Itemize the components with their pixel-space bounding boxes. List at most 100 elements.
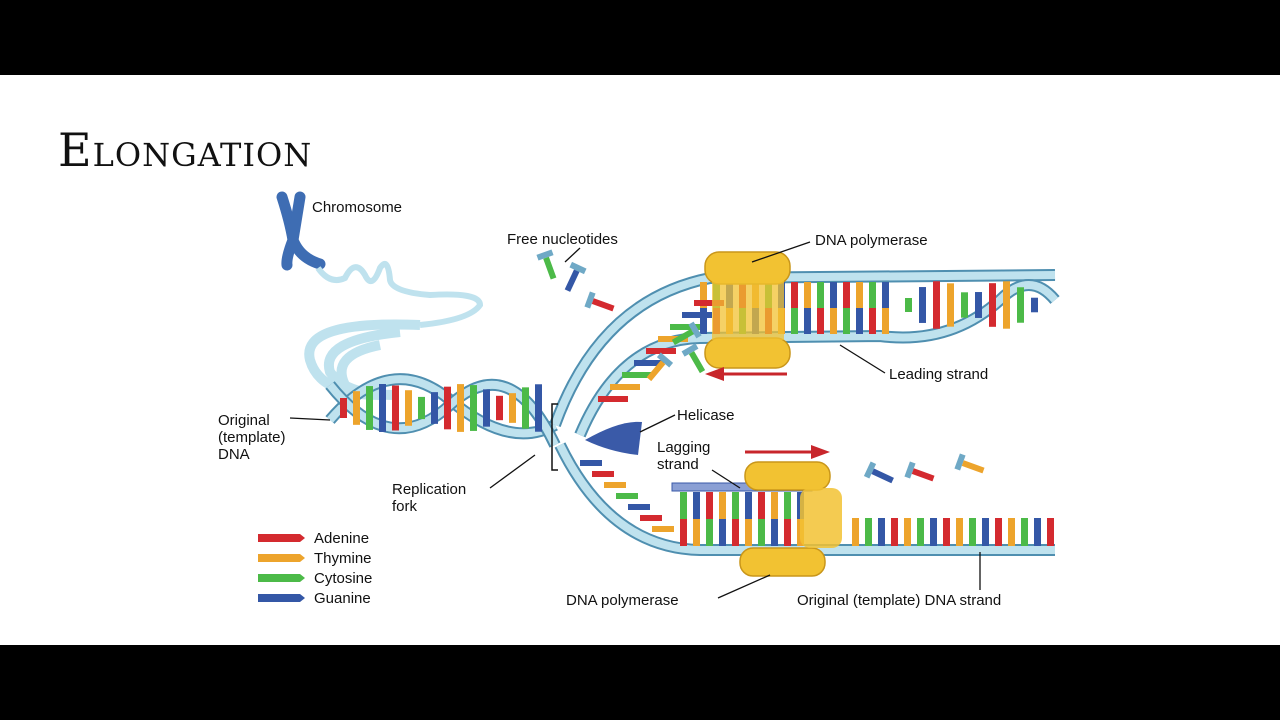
base-pair xyxy=(804,308,811,334)
nucleotide-sugar xyxy=(584,291,596,309)
base-pair xyxy=(706,519,713,546)
base-pair xyxy=(634,360,664,366)
slide-title: Elongation xyxy=(58,123,313,177)
base-pair xyxy=(444,386,451,430)
base-pair xyxy=(682,312,712,318)
base-pair xyxy=(658,336,688,342)
base-pair xyxy=(771,519,778,546)
leading-direction-arrow xyxy=(705,367,787,381)
helicase-shape xyxy=(585,421,642,455)
base-pair xyxy=(366,386,373,430)
base-pair xyxy=(930,518,937,546)
base-pair xyxy=(592,471,614,477)
lagging-strand-label-2: strand xyxy=(657,456,699,473)
leading-strand-label: Leading strand xyxy=(889,366,988,383)
helicase-label: Helicase xyxy=(677,407,735,424)
base-pair xyxy=(882,282,889,308)
legend-swatch xyxy=(258,594,305,602)
base-pair xyxy=(1003,281,1010,329)
base-pair xyxy=(732,519,739,546)
base-pair xyxy=(791,308,798,334)
nucleotide-base xyxy=(564,269,580,292)
nucleotide-sugar xyxy=(954,453,966,471)
base-pair xyxy=(646,348,676,354)
base-pair xyxy=(943,518,950,546)
nucleotide-sugar xyxy=(681,343,699,357)
legend-swatch xyxy=(258,554,305,562)
base-pair xyxy=(535,384,542,432)
base-pair xyxy=(843,308,850,334)
legend-label: Thymine xyxy=(314,550,372,567)
base-pair xyxy=(933,281,940,329)
dna-polymerase-bottom-label: DNA polymerase xyxy=(566,592,679,609)
base-pair xyxy=(804,282,811,308)
base-pair xyxy=(856,282,863,308)
free-nucleotide xyxy=(584,291,615,312)
base-pair xyxy=(869,308,876,334)
base-pair xyxy=(379,384,386,432)
base-pair xyxy=(1031,297,1038,313)
legend-label: Guanine xyxy=(314,590,371,607)
base-pair xyxy=(694,300,724,306)
free-nucleotide xyxy=(564,261,587,292)
lagging-arm xyxy=(554,442,1055,556)
replication-fork-bracket xyxy=(551,403,558,471)
free-nucleotide xyxy=(681,343,706,374)
free-nucleotides-group xyxy=(536,249,985,484)
base-pair xyxy=(852,518,859,546)
nucleotide-sugar xyxy=(688,321,702,339)
base-pair xyxy=(784,492,791,519)
base-pair xyxy=(817,282,824,308)
base-pair xyxy=(817,308,824,334)
original-dna-label-3: DNA xyxy=(218,446,250,463)
base-pair xyxy=(882,308,889,334)
base-pair xyxy=(470,385,477,431)
base-pair xyxy=(975,292,982,318)
nucleotide-base xyxy=(591,298,615,312)
nucleotide-sugar xyxy=(536,249,554,261)
base-pair xyxy=(483,389,490,427)
original-dna-label-2: (template) xyxy=(218,429,286,446)
base-pair xyxy=(745,492,752,519)
legend-swatch xyxy=(258,534,305,542)
base-pair xyxy=(791,282,798,308)
dna-polymerase-top-label: DNA polymerase xyxy=(815,232,928,249)
base-pair xyxy=(405,390,412,426)
base-pair xyxy=(598,396,628,402)
base-pair xyxy=(693,519,700,546)
lagging-direction-arrow xyxy=(745,445,830,459)
base-pair xyxy=(496,395,503,421)
base-pair xyxy=(891,518,898,546)
free-nucleotide xyxy=(863,461,894,484)
base-pair xyxy=(622,372,652,378)
base-pair xyxy=(856,308,863,334)
base-pair xyxy=(580,460,602,466)
free-nucleotide xyxy=(671,321,702,346)
original-dna-label-1: Original xyxy=(218,412,270,429)
base-pair xyxy=(670,324,700,330)
chromosome-icon xyxy=(276,191,326,271)
base-pair xyxy=(865,518,872,546)
base-pair xyxy=(758,492,765,519)
base-pair xyxy=(982,518,989,546)
nucleotide-base xyxy=(911,468,935,482)
base-pair xyxy=(680,492,687,519)
nucleotide-base xyxy=(961,460,985,474)
free-nucleotide xyxy=(536,249,557,280)
base-pair xyxy=(830,282,837,308)
base-pair xyxy=(784,519,791,546)
chromosome-label: Chromosome xyxy=(312,199,402,216)
base-pair xyxy=(418,396,425,420)
leader-lines xyxy=(289,241,981,599)
base-pair xyxy=(947,283,954,327)
legend-label: Adenine xyxy=(314,530,369,547)
base-pair xyxy=(719,492,726,519)
replication-fork-label-1: Replication xyxy=(392,481,466,498)
base-pair xyxy=(431,392,438,424)
base-pair xyxy=(1021,518,1028,546)
base-pair xyxy=(989,283,996,327)
base-pair xyxy=(353,391,360,425)
lagging-strand-label-1: Lagging xyxy=(657,439,710,456)
nucleotide-base xyxy=(871,468,894,484)
base-pair xyxy=(700,282,707,308)
